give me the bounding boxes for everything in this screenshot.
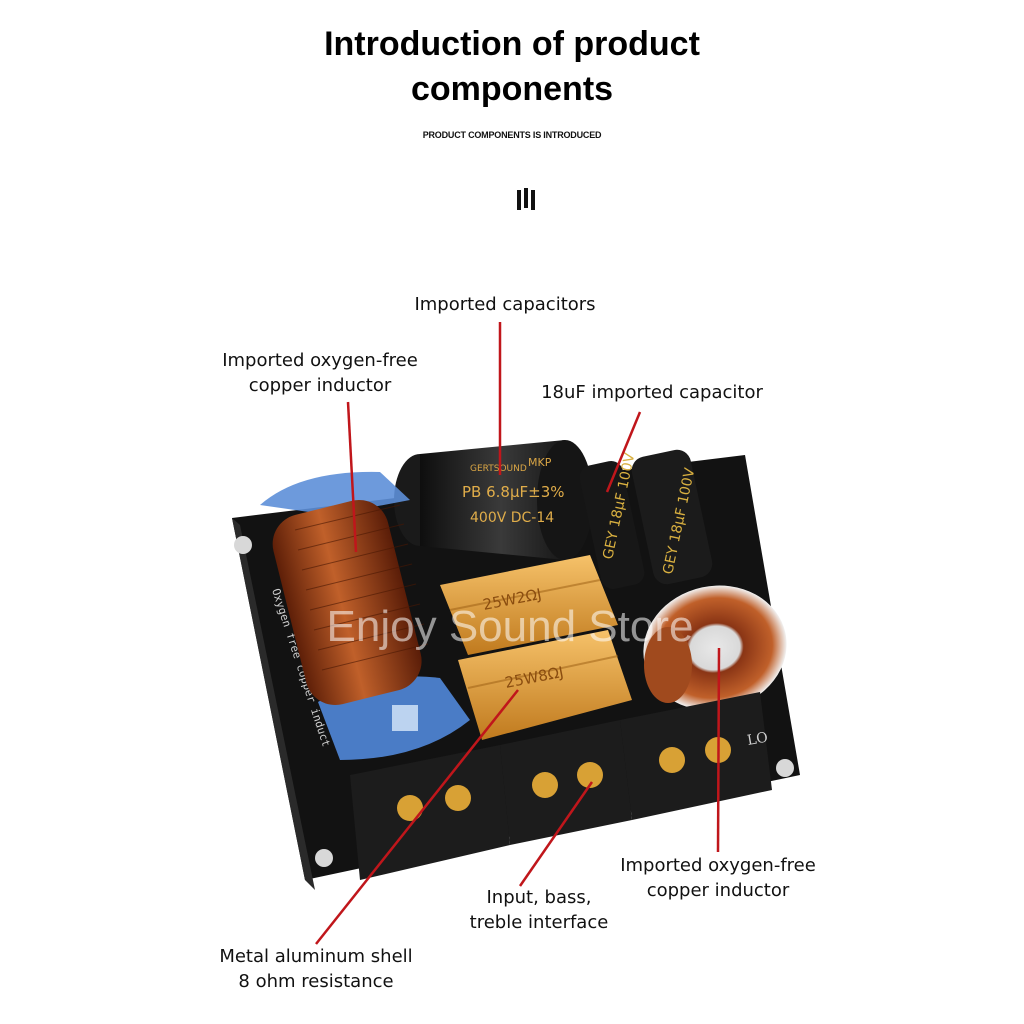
label-inductor-bottom: Imported oxygen-free copper inductor bbox=[610, 853, 826, 903]
terminal-blocks: LO bbox=[350, 692, 772, 880]
aluminum-resistors: 25W2ΩJ 25W8ΩJ bbox=[440, 555, 632, 740]
label-interface: Input, bass, treble interface bbox=[456, 885, 622, 935]
cap-rating-text: 400V DC-14 bbox=[470, 510, 554, 526]
callout-line-18uf bbox=[605, 411, 642, 493]
brand-logo-icon bbox=[517, 188, 535, 210]
cap-value-text: PB 6.8μF±3% bbox=[462, 483, 565, 501]
page-subtitle: PRODUCT COMPONENTS IS INTRODUCED bbox=[422, 130, 602, 140]
watermark-text: Enjoy Sound Store bbox=[326, 602, 694, 651]
page-title: Introduction of product components bbox=[212, 22, 812, 112]
label-resistor: Metal aluminum shell 8 ohm resistance bbox=[210, 944, 422, 994]
callout-line-resistor bbox=[315, 689, 519, 945]
label-interface-line1: Input, bass, bbox=[486, 887, 592, 908]
label-inductor-top: Imported oxygen-free copper inductor bbox=[212, 348, 428, 398]
label-inductor-bottom-line2: copper inductor bbox=[646, 880, 790, 901]
callout-line-inductor-top bbox=[346, 401, 358, 553]
film-capacitor: GERTSOUND MKP PB 6.8μF±3% 400V DC-14 bbox=[394, 440, 593, 560]
cap-type-text: MKP bbox=[528, 456, 552, 469]
callout-lines bbox=[315, 322, 721, 945]
large-inductor bbox=[260, 471, 470, 760]
title-line-1: Introduction of product bbox=[324, 25, 700, 63]
label-resistor-line2: 8 ohm resistance bbox=[238, 971, 394, 992]
cap-brand-text: GERTSOUND bbox=[470, 464, 527, 474]
callout-line-interface bbox=[518, 781, 594, 887]
label-18uf-capacitor: 18uF imported capacitor bbox=[541, 382, 763, 403]
small-inductor bbox=[643, 585, 787, 711]
label-inductor-bottom-line1: Imported oxygen-free bbox=[620, 855, 816, 876]
label-interface-line2: treble interface bbox=[469, 912, 609, 933]
terminal-lo-text: LO bbox=[746, 730, 769, 749]
label-inductor-top-line2: copper inductor bbox=[248, 375, 392, 396]
label-imported-capacitors: Imported capacitors bbox=[414, 294, 596, 315]
callout-line-inductor-bottom bbox=[716, 647, 721, 853]
electrolytic-capacitors: GEY 18μF 100V GEY 18μF 100V bbox=[579, 449, 713, 589]
label-inductor-top-line1: Imported oxygen-free bbox=[222, 350, 418, 371]
title-line-2: components bbox=[410, 70, 614, 108]
label-resistor-line1: Metal aluminum shell bbox=[219, 946, 413, 967]
